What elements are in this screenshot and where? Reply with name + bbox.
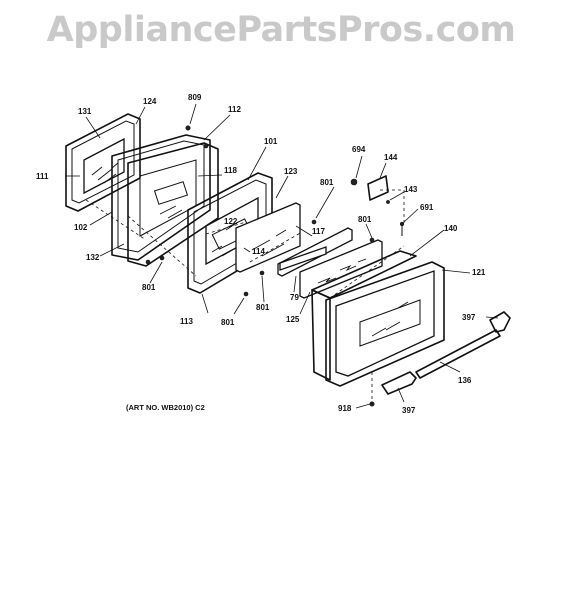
screws xyxy=(159,125,375,407)
callout-801-right: 801 xyxy=(358,215,372,224)
callout-132: 132 xyxy=(86,253,100,262)
callout-112: 112 xyxy=(228,105,241,114)
callout-809: 809 xyxy=(188,93,202,102)
callout-801-left: 801 xyxy=(142,283,156,292)
callout-136: 136 xyxy=(458,376,472,385)
watermark-text: AppliancePartsPros.com xyxy=(46,10,516,50)
hinge-bracket-part-144 xyxy=(350,175,405,236)
door-handle-part-136 xyxy=(381,311,511,395)
glass-strip-part-79 xyxy=(279,246,327,271)
callout-694: 694 xyxy=(352,145,366,154)
door-frame-part-112 xyxy=(111,134,219,267)
callout-121: 121 xyxy=(472,268,486,277)
callout-117: 117 xyxy=(312,227,325,236)
callout-111: 111 xyxy=(36,172,49,181)
callout-801-top: 801 xyxy=(320,178,334,187)
callout-397-bottom: 397 xyxy=(402,406,416,415)
callout-101: 101 xyxy=(264,137,278,146)
callout-labels: 131 124 809 112 111 101 118 123 801 102 … xyxy=(36,93,486,415)
callout-102: 102 xyxy=(74,223,88,232)
callout-114: 114 xyxy=(252,247,265,256)
outer-door-glass-part-121 xyxy=(325,261,445,387)
callout-691: 691 xyxy=(420,203,434,212)
callout-140: 140 xyxy=(444,224,458,233)
callout-801-bottom: 801 xyxy=(221,318,235,327)
callout-131: 131 xyxy=(78,107,92,116)
callout-125: 125 xyxy=(286,315,300,324)
window-glass-part-125 xyxy=(299,239,383,299)
callout-122: 122 xyxy=(224,217,238,226)
callout-918: 918 xyxy=(338,404,352,413)
art-number: (ART NO. WB2010) C2 xyxy=(126,403,205,412)
callout-124: 124 xyxy=(143,97,157,106)
callout-79: 79 xyxy=(290,293,299,302)
leader-lines xyxy=(65,103,499,409)
door-frame-part-140 xyxy=(311,250,417,381)
callout-123: 123 xyxy=(284,167,298,176)
callout-113: 113 xyxy=(180,317,193,326)
callout-144: 144 xyxy=(384,153,398,162)
glass-panel-part-123 xyxy=(235,202,301,273)
callout-397-top: 397 xyxy=(462,313,476,322)
callout-143: 143 xyxy=(404,185,418,194)
alignment-lines xyxy=(85,189,405,404)
callout-801-center: 801 xyxy=(256,303,270,312)
callout-118: 118 xyxy=(224,166,237,175)
